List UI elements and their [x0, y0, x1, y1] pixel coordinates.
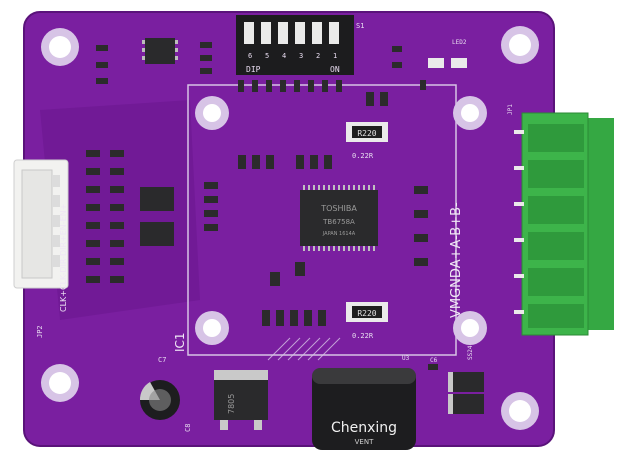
hatched-area: [267, 337, 341, 361]
optocoupler: [140, 187, 174, 246]
dip-number: 6: [248, 52, 252, 60]
smd-components-center: [238, 155, 428, 326]
sense-resistor: R220: [346, 122, 388, 142]
mounting-hole: [453, 96, 487, 130]
electrolytic-capacitor-small: [139, 380, 180, 420]
smd-caps: [96, 42, 212, 84]
driver-chip-model: TB6758A: [322, 218, 355, 226]
dip-switch: 6 5 4 3 2 1 DIP ON: [236, 15, 354, 75]
ref-c6: C6: [430, 357, 438, 364]
mounting-hole: [501, 392, 539, 430]
driver-chip-origin: JAPAN 1614A: [322, 231, 356, 237]
mounting-hole: [501, 26, 539, 64]
mounting-hole: [41, 364, 79, 402]
dip-label: DIP: [246, 65, 261, 74]
driver-chip: TOSHIBA TB6758A JAPAN 1614A: [300, 185, 378, 251]
ref-c8: C8: [184, 424, 192, 432]
resistor-code: R220: [357, 309, 376, 318]
mounting-hole: [195, 311, 229, 345]
ref-led2: LED2: [452, 39, 467, 46]
ref-c7: C7: [158, 356, 166, 364]
dip-number: 2: [316, 52, 320, 60]
dip-number: 4: [282, 52, 286, 60]
sense-resistor: R220: [346, 302, 388, 322]
header-label: CLK+CLK-DIR-DIR+EN-EN+: [59, 204, 68, 312]
capacitor-brand: Chenxing: [331, 420, 397, 436]
driver-chip-brand: TOSHIBA: [320, 204, 357, 213]
smd-resistor-row: [238, 80, 342, 92]
smd-components-left: [86, 150, 218, 283]
ref-jp1: JP1: [507, 104, 514, 115]
regulator-code: 7805: [227, 394, 236, 414]
electrolytic-capacitor-large: Chenxing VENT: [312, 368, 416, 450]
led-indicators: [392, 46, 467, 68]
resistor-code: R220: [357, 129, 376, 138]
ic-u2: [142, 38, 178, 64]
resistor-value: 0.22R: [352, 332, 374, 340]
voltage-regulator: 7805: [214, 370, 268, 430]
mounting-hole: [453, 311, 487, 345]
dip-number: 1: [333, 52, 337, 60]
dip-number: 5: [265, 52, 269, 60]
terminal-block: [514, 112, 614, 336]
ref-ss24: SS24: [467, 345, 474, 360]
dip-number: 3: [299, 52, 303, 60]
terminal-label: VMGNDA+A-B+B-: [449, 202, 464, 318]
header-connector: [13, 159, 69, 289]
mounting-hole: [41, 28, 79, 66]
resistor-value: 0.22R: [352, 152, 374, 160]
ref-ic1: IC1: [173, 332, 187, 352]
capacitor-vent: VENT: [355, 438, 374, 446]
ref-jp2: JP2: [36, 325, 44, 338]
ref-s1: S1: [356, 22, 364, 30]
mounting-hole: [195, 96, 229, 130]
smd-diode: [448, 372, 484, 414]
smd-small-parts: [270, 80, 438, 370]
dip-on-label: ON: [330, 65, 340, 74]
ref-u3: U3: [402, 355, 410, 362]
